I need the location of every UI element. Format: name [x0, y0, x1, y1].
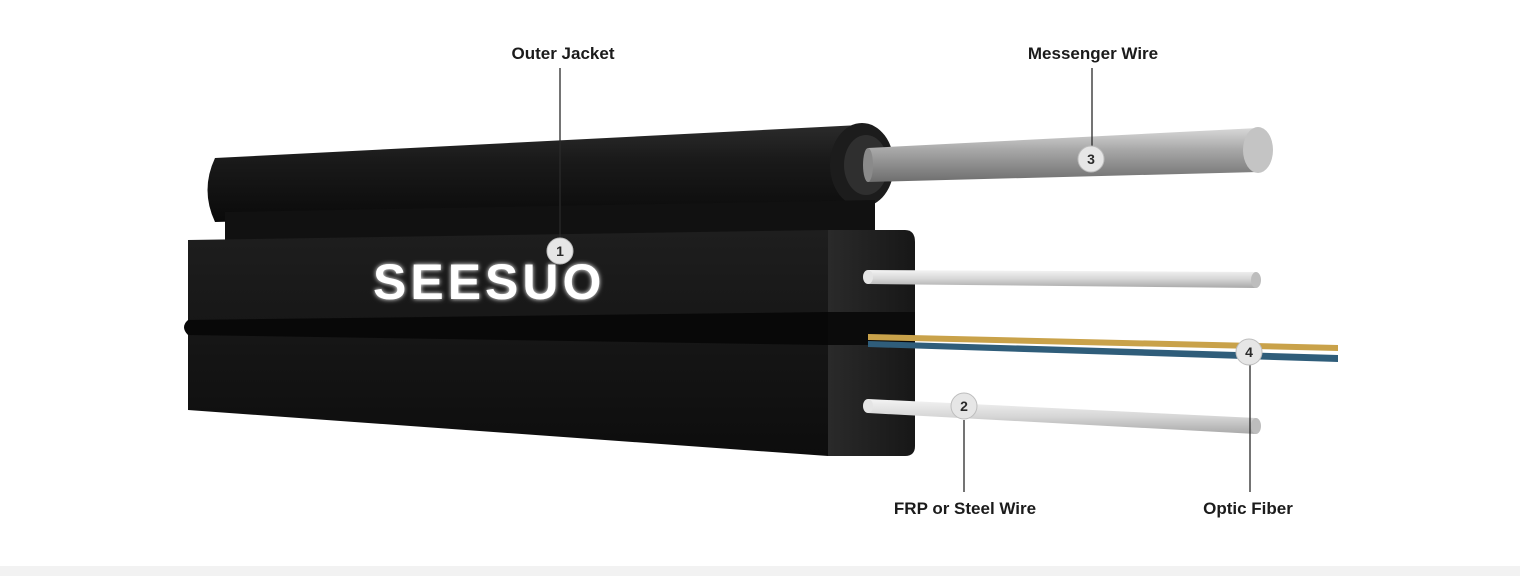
optic-fibers: [868, 334, 1338, 362]
marker-1: 1: [546, 237, 574, 265]
marker-4: 4: [1235, 338, 1263, 366]
marker-3-number: 3: [1087, 151, 1095, 167]
messenger-wire: [863, 127, 1273, 182]
strength-member-lower: [863, 399, 1261, 434]
jacket-web: [225, 200, 875, 240]
label-messenger-wire: Messenger Wire: [1028, 44, 1158, 63]
marker-2-number: 2: [960, 398, 968, 414]
strength-member-upper: [863, 270, 1261, 288]
label-outer-jacket: Outer Jacket: [512, 44, 615, 63]
marker-4-number: 4: [1245, 344, 1253, 360]
leader-lines: [559, 68, 1251, 492]
bottom-divider: [0, 566, 1520, 576]
marker-1-number: 1: [556, 243, 564, 259]
marker-3: 3: [1077, 145, 1105, 173]
label-optic-fiber: Optic Fiber: [1203, 499, 1293, 518]
label-frp-steel-wire: FRP or Steel Wire: [894, 499, 1036, 518]
brand-logo-text: SEESUO: [373, 254, 605, 310]
marker-2: 2: [950, 392, 978, 420]
